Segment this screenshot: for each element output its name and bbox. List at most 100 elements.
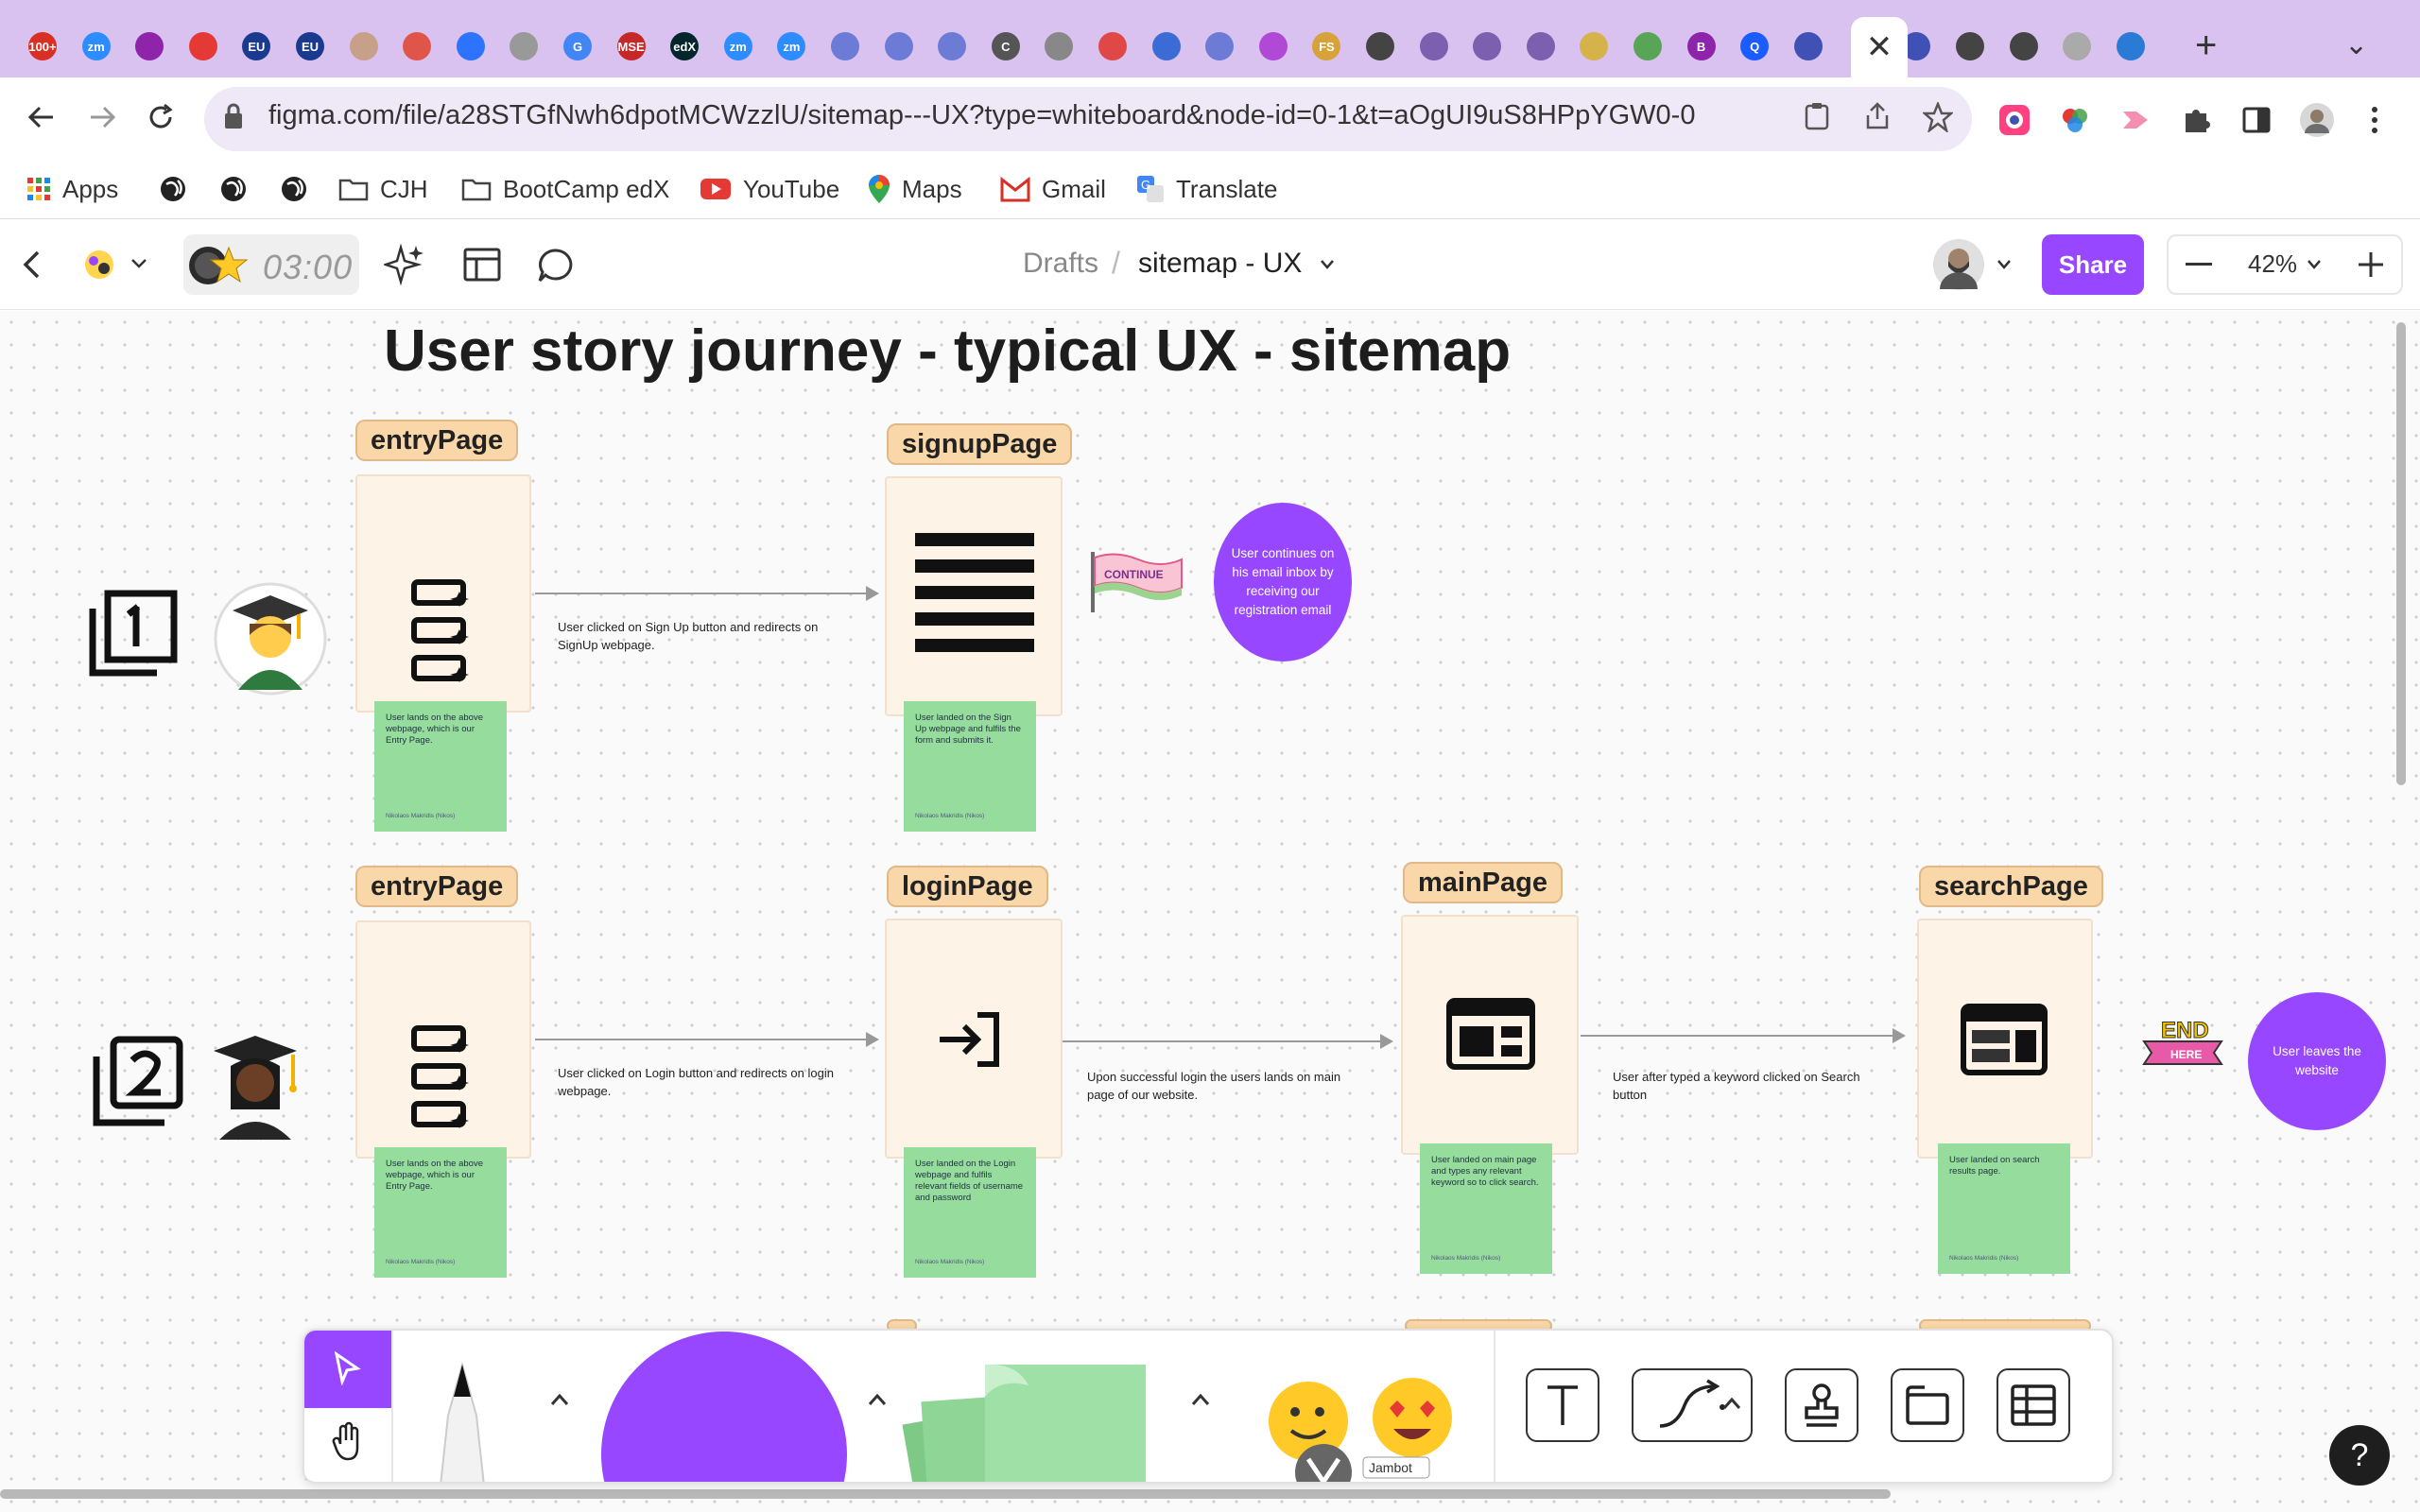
browser-tab[interactable] [1145,25,1188,68]
browser-tab[interactable]: EU [234,25,278,68]
bookmark-maps[interactable]: Maps [868,170,962,208]
board-title[interactable]: User story journey - typical UX - sitema… [384,318,1512,384]
connector-note[interactable]: User clicked on Login button and redirec… [558,1066,834,1098]
hand-tool-icon[interactable] [331,1421,365,1463]
browser-tab[interactable] [2109,25,2152,68]
connector-arrow[interactable] [1581,1028,1906,1043]
browser-tab[interactable] [1572,25,1616,68]
browser-tab[interactable] [2055,25,2099,68]
connector-arrow[interactable] [1063,1034,1393,1049]
sticky-note[interactable]: User landed on main page and types any r… [1420,1143,1552,1274]
browser-tab[interactable] [1198,25,1241,68]
browser-tab[interactable] [182,25,225,68]
browser-tab[interactable] [1358,25,1402,68]
screen-capture-extension-icon[interactable] [1998,104,2031,136]
arrow-extension-icon[interactable] [2119,104,2152,136]
bookmark-apps[interactable]: Apps [26,170,118,208]
entry-page-frame[interactable] [355,474,531,713]
bookmark-youtube[interactable]: YouTube [700,170,839,208]
browser-tab[interactable] [1412,25,1456,68]
chevron-up-icon[interactable] [550,1393,569,1406]
puzzle-extensions-icon[interactable] [2180,104,2212,136]
chevron-down-icon[interactable] [1996,259,2012,270]
page-label-signup[interactable]: signupPage [887,423,1073,465]
browser-tab[interactable]: zm [769,25,813,68]
tab-search-button[interactable]: ⌄ [2344,29,2369,60]
forward-arrow-icon[interactable] [87,102,117,132]
comment-bubble-icon[interactable] [537,248,575,284]
zoom-level[interactable]: 42% [2248,249,2298,278]
connector-note[interactable]: User clicked on Sign Up button and redir… [558,620,819,652]
new-tab-button[interactable]: + [2195,25,2218,66]
browser-tab[interactable]: 100+ [21,25,64,68]
browser-tab[interactable] [877,25,921,68]
chevron-up-icon[interactable] [868,1393,887,1406]
browser-tab[interactable] [1037,25,1080,68]
share-button[interactable]: Share [2042,234,2144,295]
user-leaves-circle[interactable]: User leaves the website [2248,992,2386,1130]
browser-tab[interactable] [342,25,386,68]
figjam-main-menu-icon[interactable] [81,246,117,284]
back-chevron-icon[interactable] [21,249,42,280]
bookmark-star-icon[interactable] [1923,102,1953,132]
address-bar[interactable] [204,87,1972,151]
connector-note[interactable]: Upon successful login the users lands on… [1087,1070,1341,1102]
chevron-up-icon[interactable] [1722,1397,1741,1410]
browser-tab[interactable]: edX [663,25,706,68]
browser-tab[interactable] [2002,25,2046,68]
page-label-main[interactable]: mainPage [1403,862,1563,903]
browser-tab[interactable]: G [556,25,599,68]
profile-avatar-icon[interactable] [2299,102,2335,138]
browser-tab[interactable] [930,25,974,68]
browser-tab[interactable]: C [984,25,1028,68]
browser-tab[interactable] [1626,25,1669,68]
marker-pen-tool[interactable] [427,1363,497,1484]
browser-tab[interactable]: zm [75,25,118,68]
stamp-tool-button[interactable] [1785,1368,1858,1442]
templates-layout-icon[interactable] [463,248,501,282]
sticky-note-tool[interactable] [896,1359,1161,1484]
browser-tab[interactable] [1948,25,1992,68]
page-label-entry[interactable]: entryPage [355,420,519,461]
user-continues-circle[interactable]: User continues on his email inbox by rec… [1214,503,1352,662]
bookmark-gmail[interactable]: Gmail [1000,170,1106,208]
connector-tool-button[interactable] [1632,1368,1753,1442]
browser-tab[interactable] [502,25,545,68]
horizontal-scrollbar[interactable] [0,1489,1891,1499]
bookmark-globe-3[interactable] [280,170,308,208]
page-label-search[interactable]: searchPage [1919,866,2103,907]
browser-tab[interactable] [823,25,867,68]
browser-tab[interactable] [395,25,439,68]
stickers-stamps-tool[interactable]: Jambot [1257,1368,1465,1484]
browser-tab[interactable] [449,25,493,68]
user-avatar[interactable] [1932,238,1985,291]
browser-tab[interactable]: zm [717,25,760,68]
browser-tab[interactable] [1787,25,1830,68]
browser-tab[interactable] [1091,25,1134,68]
section-tool-button[interactable] [1891,1368,1964,1442]
chevron-down-icon[interactable] [130,257,147,270]
sticky-note[interactable]: User landed on search results page.Nikol… [1938,1143,2070,1274]
share-page-icon[interactable] [1864,102,1891,130]
sticky-note[interactable]: User lands on the above webpage, which i… [374,1147,507,1278]
zoom-out-icon[interactable] [2186,263,2212,266]
url-text[interactable]: figma.com/file/a28STGfNwh6dpotMCWzzlU/si… [268,100,1696,130]
browser-tab[interactable]: Q [1733,25,1776,68]
entry-page-frame[interactable] [355,920,531,1159]
connector-arrow[interactable] [535,1032,879,1047]
connector-arrow[interactable] [535,586,879,601]
sticky-note[interactable]: User landed on the Login webpage and ful… [904,1147,1036,1278]
chevron-down-icon[interactable] [2307,259,2322,270]
chevron-up-icon[interactable] [1191,1393,1210,1406]
text-tool-button[interactable] [1526,1368,1599,1442]
vertical-scrollbar[interactable] [2396,322,2406,785]
lock-icon[interactable] [223,102,244,130]
browser-tab[interactable] [1465,25,1509,68]
page-label-login[interactable]: loginPage [887,866,1048,907]
browser-menu-icon[interactable] [2367,104,2382,136]
sticky-note[interactable]: User landed on the Sign Up webpage and f… [904,701,1036,832]
browser-tab[interactable] [1519,25,1563,68]
bookmark-folder-cjh[interactable]: CJH [338,170,428,208]
shape-tool-circle[interactable] [601,1332,847,1482]
file-title[interactable]: sitemap - UX [1138,248,1303,279]
